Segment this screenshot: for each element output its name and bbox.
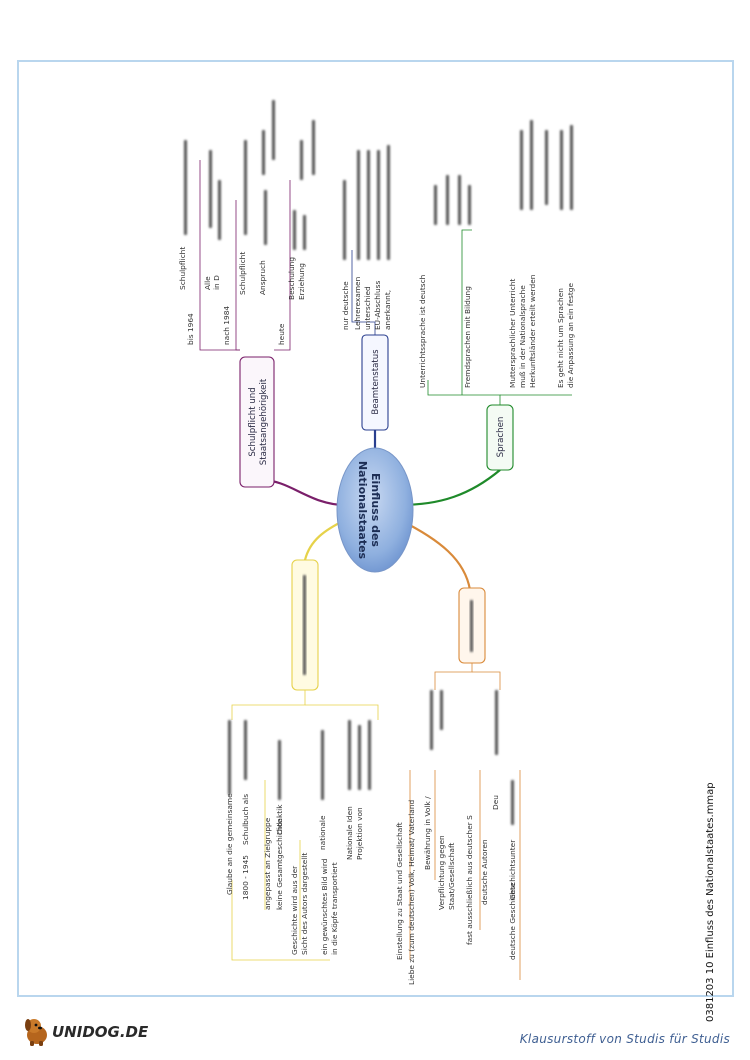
leaf-sp2: Fremdsprachen mit Bildung [463, 286, 472, 388]
branch-beamtenstatus[interactable]: Beamtenstatus nur deutsche Lehrerexamen … [341, 145, 392, 431]
leaf-b4: EU-Abschluss [373, 280, 382, 330]
blurred-branch-label-geschichte [303, 575, 306, 675]
leaf-w3: Bewährung in Volk / [423, 796, 432, 870]
sub-nach-1984: nach 1984 [222, 306, 231, 345]
leaf-w7: deutsche Autoren [480, 839, 489, 905]
sub-heute: heute [277, 323, 286, 345]
footer-tagline: Klausurstoff von Studis für Studis [519, 1032, 730, 1046]
file-name: 0381203 10 Einfluss des Nationalstaates.… [705, 782, 716, 1022]
leaf-w9: deutsche Geschichte [508, 882, 517, 960]
blurred-detail-schulpflicht [184, 100, 315, 250]
leaf-g13: Projektion von [355, 807, 364, 860]
leaf-g1: Glaube an die gemeinsame [225, 793, 234, 895]
leaf-b2: Lehrerexamen [353, 276, 362, 330]
branch-label-beamtenstatus: Beamtenstatus [371, 349, 381, 415]
leaf-g3: Schulbuch als [241, 794, 250, 845]
branch-sprachen[interactable]: Sprachen Unterrichtssprache ist deutsch … [418, 120, 575, 471]
blurred-branch-label-werte [470, 600, 473, 652]
branch-label-sprachen: Sprachen [496, 417, 506, 458]
branch-label-schulpflicht: Schulpflicht undStaatsangehörigkeit [248, 378, 269, 465]
leaf-w4: Verpflichtung gegen [437, 835, 446, 910]
center-node[interactable]: Einfluss desNationalstaates [336, 447, 414, 573]
leaf-sp5: Herkunftsländer erteilt werden [528, 274, 537, 388]
leaf-w8: Deu [491, 795, 500, 810]
leaf-w6: fast ausschließlich aus deutscher S [465, 815, 474, 945]
leaf-g8: Geschichte wird aus der [290, 865, 299, 955]
branch-werte[interactable]: Einstellung zu Staat und Gesellschaft Li… [395, 587, 521, 985]
center-label-line1: Einfluss des [369, 473, 382, 547]
leaf-b1: nur deutsche [341, 281, 350, 330]
leaf-s3: in D [212, 275, 221, 290]
leaf-b3: unterschied [363, 286, 372, 330]
branch-geschichte[interactable]: Glaube an die gemeinsame 1800 - 1945 Sch… [225, 559, 379, 961]
leaf-s6: Beschulung [287, 257, 296, 300]
branch-label-schulpflicht-line2: Staatsangehörigkeit [259, 378, 269, 465]
leaf-w5: Staat/Gesellschaft [447, 843, 456, 910]
logo-text: UNIDOG.DE [52, 1023, 149, 1041]
leaf-g5: angepasst an Zielgruppe [263, 817, 272, 910]
leaf-s4: Schulpflicht [238, 252, 247, 295]
center-label-line2: Nationalstaates [356, 461, 369, 560]
center-label: Einfluss desNationalstaates [356, 461, 382, 560]
leaf-g6: keine Gesamtgeschichte [275, 819, 284, 910]
logo: UNIDOG.DE [22, 1015, 157, 1049]
leaf-sp7: die Anpassung an ein festge [566, 283, 575, 388]
blurred-detail-sprachen [434, 120, 573, 225]
leaf-s1: Schulpflicht [178, 247, 187, 290]
leaf-w1: Einstellung zu Staat und Gesellschaft [395, 822, 404, 960]
branch-schulpflicht[interactable]: Schulpflicht undStaatsangehörigkeit bis … [178, 100, 315, 488]
leaf-sp6: Es geht nicht um Sprachen [556, 288, 565, 388]
sub-bis-1964: bis 1964 [186, 313, 195, 345]
leaf-g11: in die Köpfe transportiert [330, 862, 339, 955]
blurred-detail-geschichte [228, 720, 371, 800]
blurred-detail-werte [430, 690, 514, 825]
dog-icon [25, 1019, 47, 1046]
leaf-s5: Anspruch [258, 260, 267, 295]
leaf-g7: nationale [318, 815, 327, 850]
blurred-detail-beamten [343, 145, 390, 260]
leaf-w2: Liebe zu (zum deutschen) Volk, Heimat/ V… [407, 799, 416, 985]
leaf-g2: 1800 - 1945 [241, 855, 250, 900]
leaf-s2: Alle [203, 276, 212, 290]
leaf-s7: Erziehung [297, 263, 306, 300]
leaf-sp1: Unterrichtssprache ist deutsch [418, 274, 427, 388]
leaf-g12: Nationale Iden [345, 806, 354, 860]
leaf-sp3: Muttersprachlicher Unterricht [508, 279, 517, 388]
branch-label-schulpflicht-line1: Schulpflicht und [248, 387, 258, 456]
leaf-g10: ein gewünschtes Bild wird [320, 858, 329, 955]
leaf-g4: Didaktik [275, 804, 284, 835]
leaf-g9: Sicht des Autors dargestellt [300, 853, 309, 955]
leaf-sp4: muß in der Nationalsprache [518, 285, 527, 388]
leaf-w10: Geschichtsunter [508, 839, 517, 900]
leaf-b5: anerkannt, [383, 290, 392, 330]
